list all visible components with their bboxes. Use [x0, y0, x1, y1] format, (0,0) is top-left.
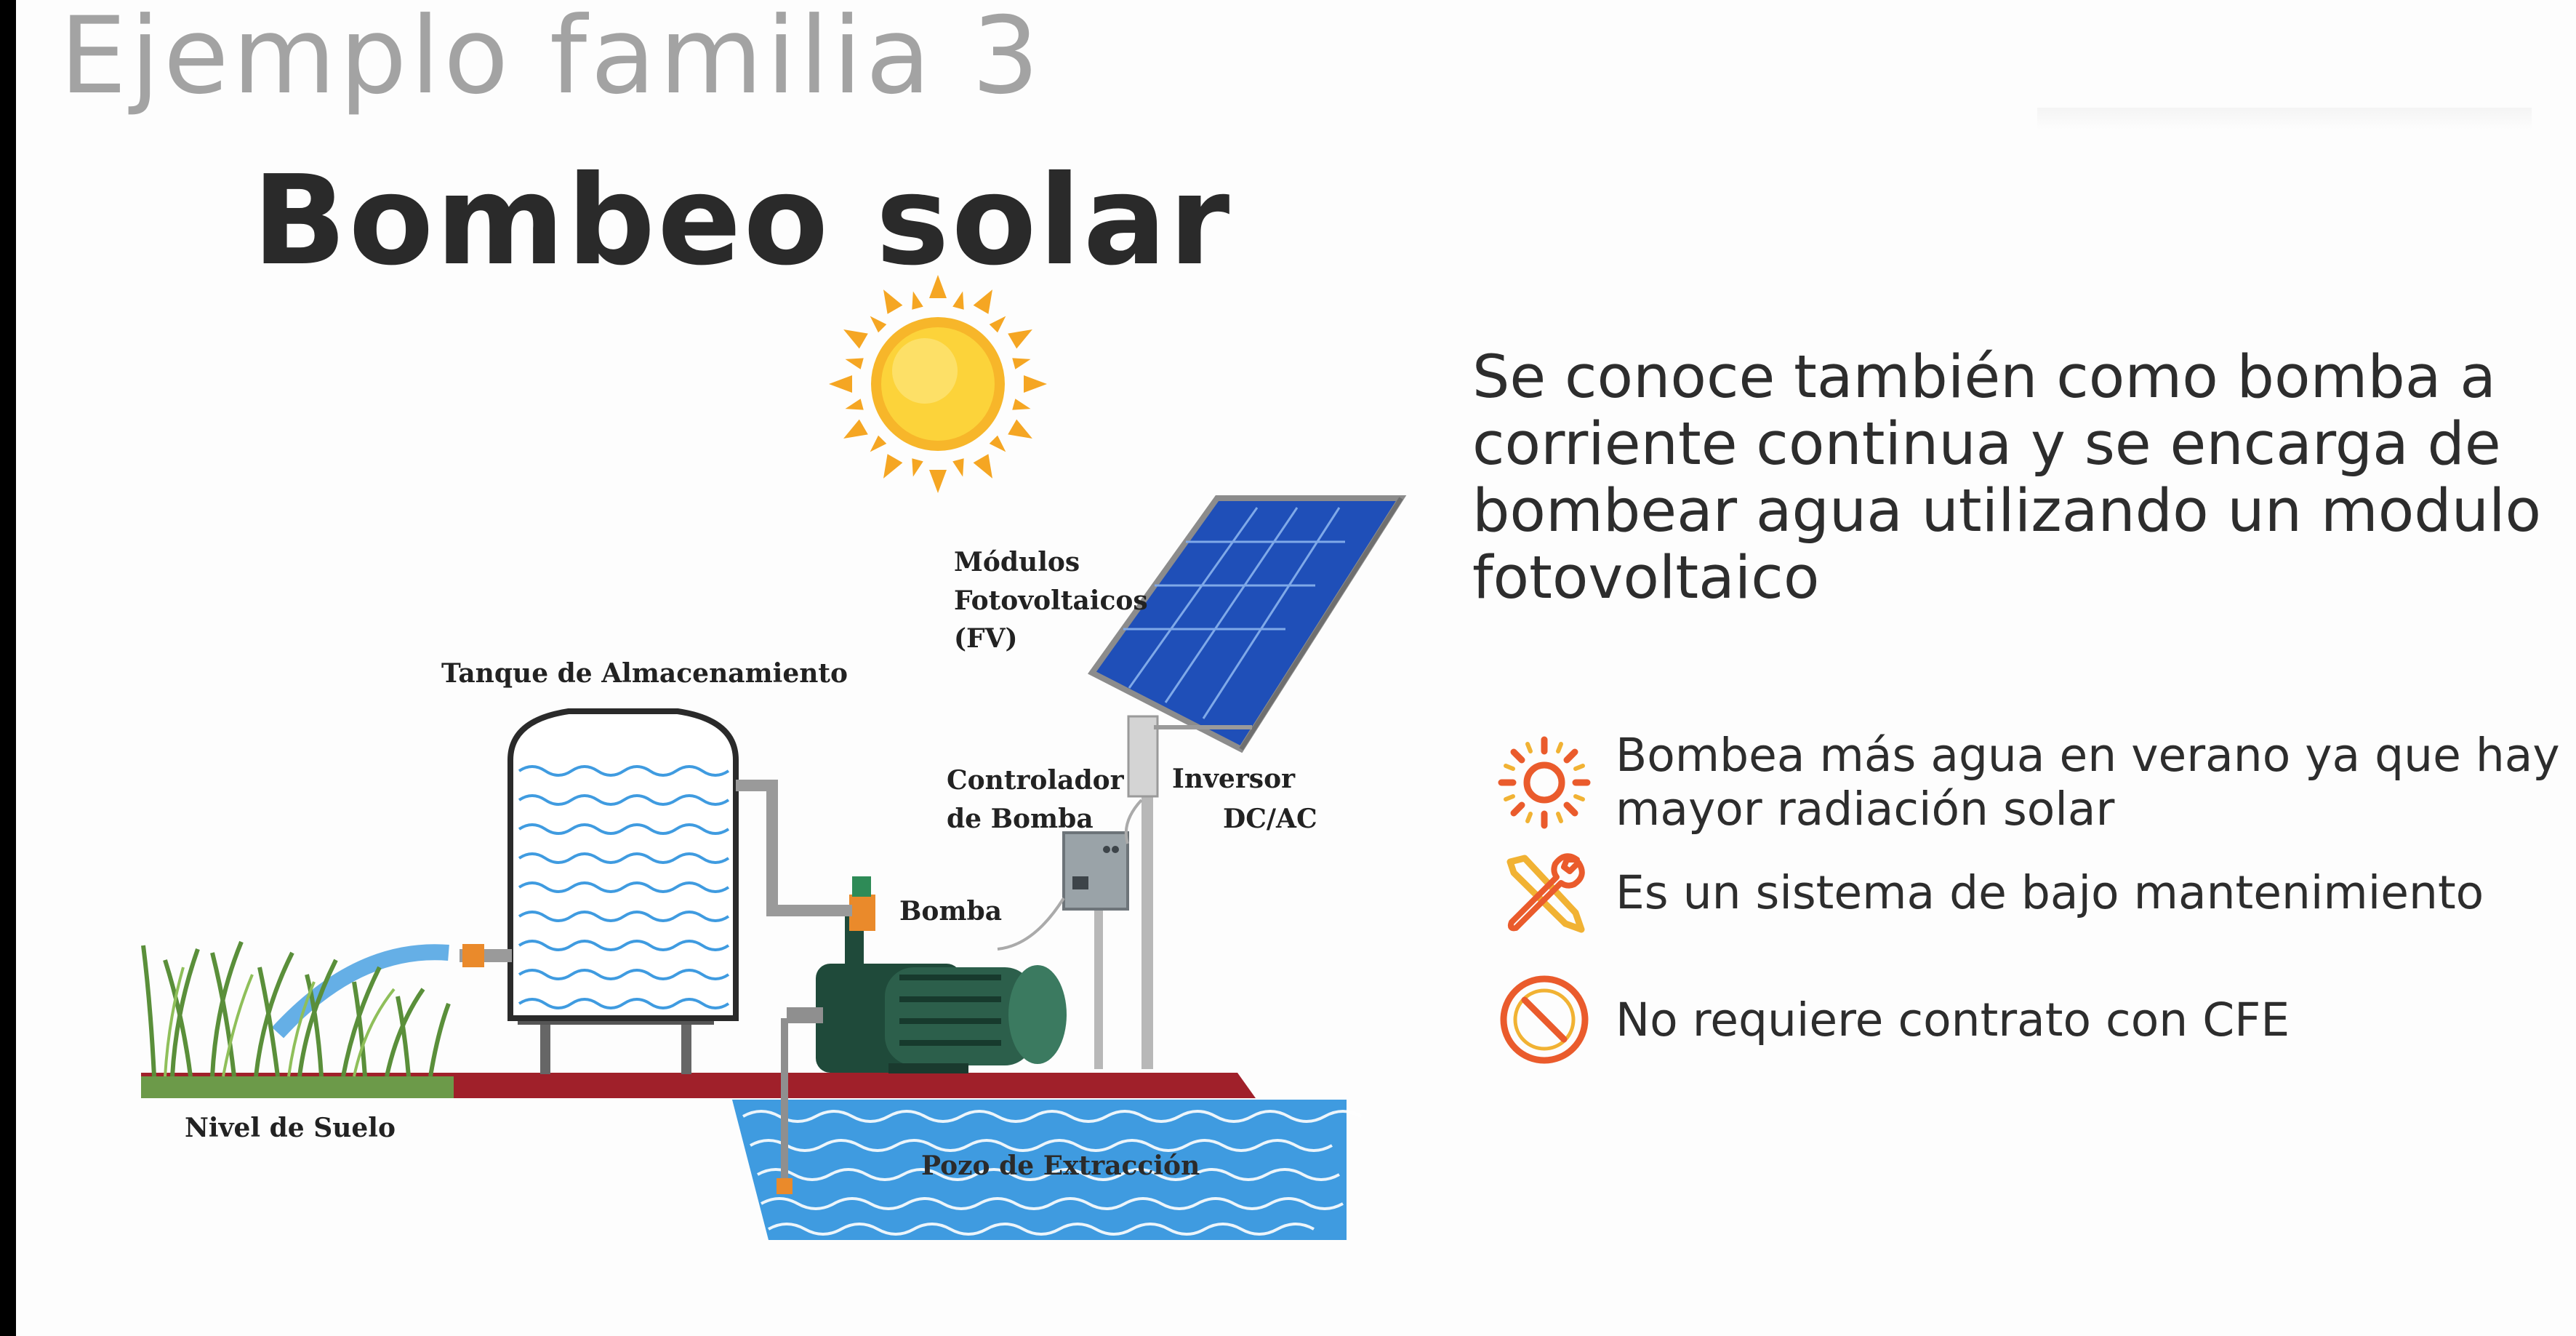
feature-item-radiation: Bombea más agua en verano ya que hay may…	[1496, 729, 2575, 836]
label-inverter-line2: DC/AC	[1223, 804, 1317, 834]
label-well: Pozo de Extracción	[921, 1151, 1200, 1181]
feature-text: Bombea más agua en verano ya que hay may…	[1616, 729, 2560, 836]
well-illustration	[732, 1018, 1362, 1240]
solar-pumping-diagram: Módulos Fotovoltaicos (FV) Tanque de Alm…	[141, 275, 1407, 1240]
pump-illustration	[787, 876, 1067, 1073]
solar-panel-illustration	[1088, 495, 1407, 1069]
label-panels-line1: Módulos	[954, 547, 1080, 577]
description-text: Se conoce también como bomba a corriente…	[1472, 343, 2542, 612]
label-controller-line1: Controlador	[947, 765, 1125, 796]
label-tank: Tanque de Almacenamiento	[441, 658, 848, 689]
label-ground: Nivel de Suelo	[185, 1113, 396, 1143]
label-pump: Bomba	[899, 896, 1002, 927]
sun-illustration	[829, 275, 1047, 493]
label-panels-line2: Fotovoltaicos	[954, 585, 1148, 616]
label-controller-line2: de Bomba	[947, 804, 1094, 834]
slide-eyebrow: Ejemplo familia 3	[60, 0, 1043, 118]
feature-text: No requiere contrato con CFE	[1616, 993, 2290, 1047]
slide-title: Bombeo solar	[252, 149, 1232, 293]
storage-tank-illustration	[460, 708, 852, 1074]
grass-illustration	[141, 940, 451, 1077]
feature-item-no-contract: No requiere contrato con CFE	[1496, 971, 2575, 1069]
label-inverter-line1: Inversor	[1172, 764, 1296, 794]
top-right-shadow	[2037, 108, 2532, 129]
pump-controller-illustration	[997, 799, 1143, 1069]
sun-radiation-icon	[1498, 736, 1591, 828]
feature-item-maintenance: Es un sistema de bajo mantenimiento	[1496, 844, 2575, 942]
slide: Ejemplo familia 3 Bombeo solar	[16, 0, 2576, 1336]
label-panels-line3: (FV)	[954, 623, 1018, 654]
wrench-screwdriver-icon	[1506, 853, 1585, 933]
feature-text: Es un sistema de bajo mantenimiento	[1616, 865, 2484, 919]
prohibited-icon	[1500, 975, 1589, 1064]
